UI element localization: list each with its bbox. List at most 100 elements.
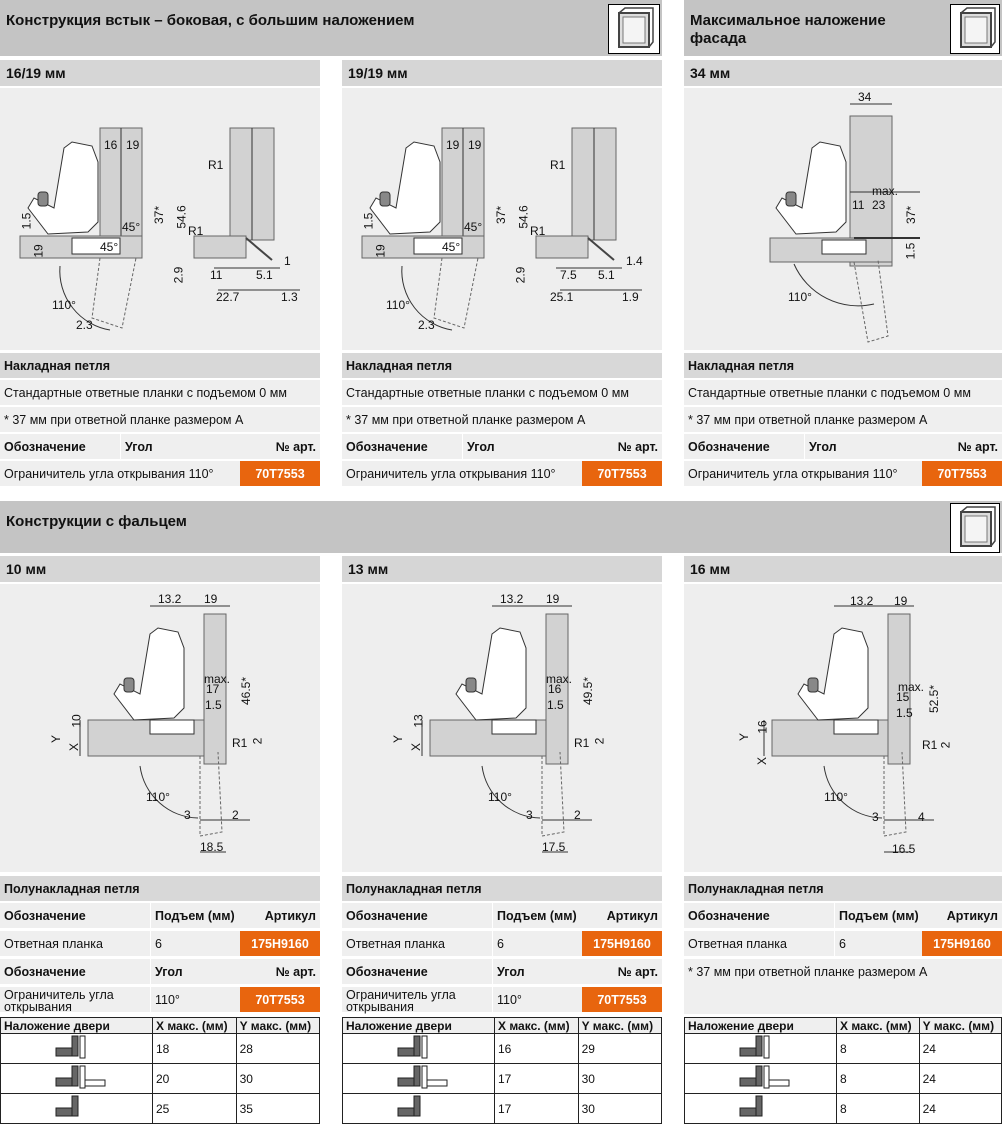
dimension-label: 13.2 <box>850 594 874 608</box>
table-row: Ограничитель угла открывания 110°70T7553 <box>342 461 662 487</box>
col-1: Ограничитель угла открывания <box>346 988 456 1014</box>
dimension-label: 1.5 <box>205 698 222 712</box>
dimension-label: 13.2 <box>158 592 182 606</box>
article-number[interactable]: 70T7553 <box>240 987 320 1012</box>
col-2: Подъем (мм) <box>150 903 235 928</box>
dimension-label: 49.5* <box>581 676 596 706</box>
hinge-diagram <box>769 103 920 343</box>
col-1: Ответная планка <box>4 937 103 951</box>
overlay-value: 17 <box>494 1063 579 1094</box>
dimension-label: 52.5* <box>927 684 942 714</box>
dimension-label: R1 <box>530 224 546 238</box>
col-angle: Угол <box>462 434 495 459</box>
dimension-label: 19 <box>126 138 140 152</box>
dimension-label: 3 <box>184 808 191 822</box>
dimension-label: 19 <box>894 594 908 608</box>
col-article: № арт. <box>957 440 998 454</box>
dimension-label: 2 <box>592 737 607 745</box>
dimension-label: 34 <box>858 90 872 104</box>
col-header: X макс. (мм) <box>494 1017 579 1034</box>
col-header: X макс. (мм) <box>836 1017 920 1034</box>
cabinet-icon <box>950 4 1000 54</box>
article-number[interactable]: 70T7553 <box>922 461 1002 486</box>
article-number[interactable]: 70T7553 <box>582 461 662 486</box>
overlay-type-icon <box>684 1033 837 1064</box>
hinge-diagram <box>421 605 592 853</box>
col-2: Угол <box>492 959 525 984</box>
col-1: Ответная планка <box>688 937 787 951</box>
article-number[interactable]: 175H9160 <box>922 931 1002 956</box>
dimension-label: X <box>409 742 424 752</box>
dimension-label: R1 <box>922 738 938 752</box>
hinge-diagram <box>361 127 642 331</box>
article-number[interactable]: 175H9160 <box>240 931 320 956</box>
col-article: № арт. <box>275 440 316 454</box>
hinge-diagram <box>79 605 250 853</box>
overlay-type-icon <box>684 1063 837 1094</box>
hinge-diagram <box>19 127 300 331</box>
overlay-value: 24 <box>918 1033 1002 1064</box>
overlay-value: 24 <box>918 1063 1002 1094</box>
section-title-rebated: Конструкции с фальцем <box>0 501 1002 553</box>
col-header: Наложение двери <box>0 1017 153 1034</box>
dimension-label: 37* <box>904 205 919 225</box>
overlay-value: 18 <box>152 1033 237 1064</box>
article-number[interactable]: 70T7553 <box>582 987 662 1012</box>
col-1: Обозначение <box>4 909 86 923</box>
table-row: Ограничитель угла открывания 110°70T7553 <box>0 461 320 487</box>
dimension-label: max. <box>204 672 231 686</box>
panel-subtitle: 16 мм <box>684 556 1002 582</box>
dimension-label: Y <box>49 734 64 744</box>
col-header: Наложение двери <box>684 1017 837 1034</box>
overlay-value: 8 <box>836 1093 920 1124</box>
col-2: Угол <box>150 959 183 984</box>
dimension-label: 110° <box>788 290 812 304</box>
dimension-label: 1.5 <box>903 242 918 260</box>
col-2: Подъем (мм) <box>834 903 919 928</box>
hinge-diagram <box>763 605 934 853</box>
col-article: № арт. <box>617 440 658 454</box>
hinge-type-label: Полунакладная петля <box>342 876 662 902</box>
section-title-max-overlay: Максимальное наложение фасада <box>684 0 1002 56</box>
dimension-label: 19 <box>204 592 218 606</box>
dimension-label: 10 <box>69 714 84 728</box>
dimension-label: R1 <box>188 224 204 238</box>
col-header: Y макс. (мм) <box>577 1017 663 1034</box>
col-3: Артикул <box>606 909 658 923</box>
dimension-label: 45° <box>464 220 483 234</box>
overlay-value: 28 <box>235 1033 321 1064</box>
dimension-label: 37* <box>494 205 509 225</box>
overlay-value: 25 <box>152 1093 237 1124</box>
dimension-label: 2 <box>232 808 239 822</box>
panel-subtitle: 16/19 мм <box>0 60 320 86</box>
dimension-label: 2 <box>574 808 581 822</box>
overlay-value: 30 <box>577 1093 663 1124</box>
dimension-label: 110° <box>52 298 76 312</box>
col-designation: Обозначение <box>346 440 428 454</box>
article-number[interactable]: 175H9160 <box>582 931 662 956</box>
article-number[interactable]: 70T7553 <box>240 461 320 486</box>
table-header: Обозначение Угол № арт. <box>342 434 662 460</box>
dimension-label: 23 <box>872 198 886 212</box>
col-1: Обозначение <box>4 965 86 979</box>
dimension-label: 1.3 <box>281 290 298 304</box>
overlay-type-icon <box>0 1033 153 1064</box>
